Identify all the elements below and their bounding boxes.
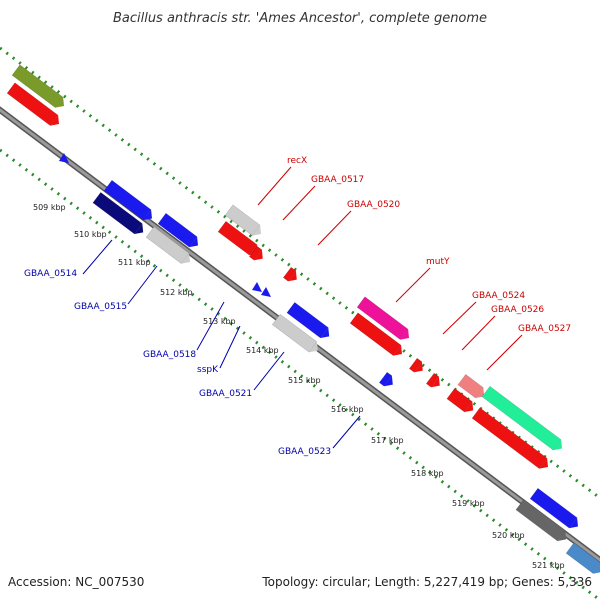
small-feature-arrow xyxy=(261,287,271,297)
kbp-tick-label: 514 kbp xyxy=(246,346,279,355)
kbp-tick-label: 513 kbp xyxy=(203,317,236,326)
gene-block-red xyxy=(217,220,259,256)
gene-block-red-small xyxy=(425,372,440,388)
gene-labels: recXGBAA_0517GBAA_0520mutYGBAA_0524GBAA_… xyxy=(24,156,571,457)
kbp-tick-label: 517 kbp xyxy=(371,436,404,445)
forward-gene-label: GBAA_0520 xyxy=(347,200,400,210)
gene-block-red-small xyxy=(282,266,297,282)
outer-dotted-rings xyxy=(0,46,600,600)
reverse-gene-label: GBAA_0523 xyxy=(278,447,331,457)
kbp-tick-label: 516 kbp xyxy=(331,405,364,414)
gene-block-green xyxy=(481,385,563,451)
forward-leader-line xyxy=(395,267,431,303)
forward-gene-label: GBAA_0517 xyxy=(311,175,364,185)
lower-dotted-ring xyxy=(0,148,600,600)
small-feature-arrow xyxy=(252,282,262,292)
summary-text: Topology: circular; Length: 5,227,419 bp… xyxy=(261,575,592,589)
reverse-leader-line xyxy=(219,325,241,369)
reverse-leader-line xyxy=(196,301,225,351)
reverse-leader-line xyxy=(332,415,361,449)
forward-leader-line xyxy=(442,301,477,335)
gene-block-blue-small xyxy=(378,371,393,387)
kbp-tick-label: 515 kbp xyxy=(288,376,321,385)
gene-block-red xyxy=(6,82,60,126)
forward-leader-line xyxy=(282,185,316,221)
kbp-tick-label: 512 kbp xyxy=(160,288,193,297)
forward-gene-label: mutY xyxy=(426,257,450,267)
kbp-tick-label: 521 kbp xyxy=(532,561,565,570)
gene-block-blue xyxy=(103,179,153,221)
forward-gene-label: GBAA_0524 xyxy=(472,291,525,301)
gene-block-red xyxy=(446,388,474,413)
gene-block-pink xyxy=(457,374,485,399)
gene-block-navy xyxy=(92,192,144,235)
forward-leader-line xyxy=(486,334,523,371)
gene-block-magenta xyxy=(356,296,410,340)
gene-block-blue xyxy=(286,302,330,339)
reverse-leader-line xyxy=(253,351,285,391)
reverse-leader-line xyxy=(82,239,113,275)
accession-text: Accession: NC_007530 xyxy=(8,575,144,589)
kbp-tick-label: 518 kbp xyxy=(411,469,444,478)
gene-block-blue xyxy=(529,487,579,529)
kbp-tick-label: 520 kbp xyxy=(492,531,525,540)
reverse-gene-label: GBAA_0514 xyxy=(24,269,77,279)
forward-leader-line xyxy=(317,210,352,246)
forward-leader-line xyxy=(257,166,292,206)
small-feature-arrow xyxy=(59,153,69,163)
kbp-tick-label: 509 kbp xyxy=(33,203,66,212)
gene-block-olive xyxy=(11,64,65,108)
kbp-tick-label: 510 kbp xyxy=(74,230,107,239)
reverse-gene-label: GBAA_0521 xyxy=(199,389,252,399)
gene-block-red xyxy=(349,312,403,356)
reverse-leader-line xyxy=(127,265,158,305)
forward-gene-label: GBAA_0526 xyxy=(491,305,544,315)
gene-block-blue xyxy=(157,212,199,248)
gene-features xyxy=(6,64,600,574)
gene-block-grey xyxy=(271,313,318,353)
reverse-gene-label: GBAA_0515 xyxy=(74,302,127,312)
gene-block-red xyxy=(471,407,549,469)
forward-leader-line xyxy=(461,315,496,351)
forward-gene-label: recX xyxy=(287,156,307,166)
reverse-gene-label: sspK xyxy=(197,365,219,375)
gene-block-grey xyxy=(145,226,191,264)
reverse-gene-label: GBAA_0518 xyxy=(143,350,196,360)
kbp-tick-label: 511 kbp xyxy=(118,258,151,267)
gene-block-grey xyxy=(224,204,262,236)
map-title: Bacillus anthracis str. 'Ames Ancestor',… xyxy=(113,11,487,26)
kbp-tick-label: 519 kbp xyxy=(452,499,485,508)
gene-block-red-small xyxy=(408,357,423,373)
forward-gene-label: GBAA_0527 xyxy=(518,324,571,334)
kbp-ticks: 509 kbp 510 kbp 511 kbp 512 kbp 513 kbp 514 k… xyxy=(33,203,565,570)
gene-block-red-small xyxy=(248,245,263,261)
gene-block-darkgrey xyxy=(515,499,567,542)
